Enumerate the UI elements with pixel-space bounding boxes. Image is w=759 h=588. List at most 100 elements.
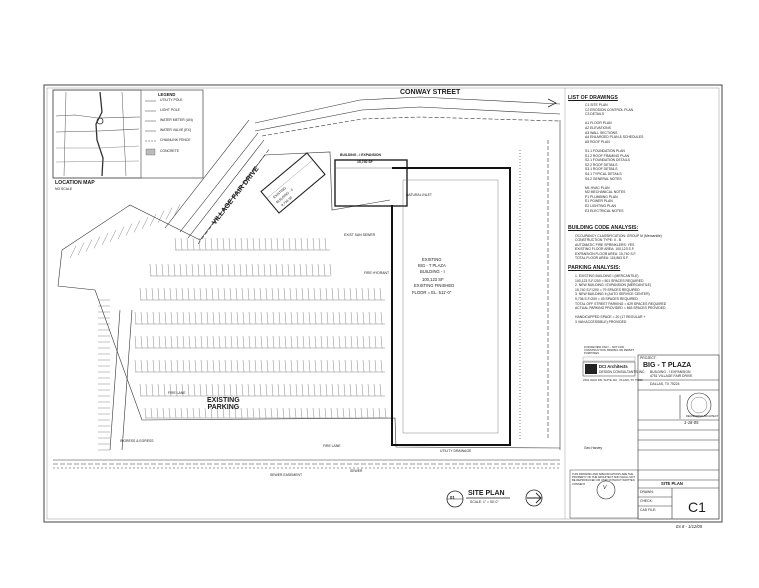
parking-stall-line <box>247 287 250 301</box>
parking-stall-line <box>186 237 189 251</box>
parking-stall-line <box>254 359 257 373</box>
building-i-line: EXISTING <box>422 257 442 262</box>
handwritten-circle <box>596 480 616 500</box>
parking-stall-line <box>260 359 263 373</box>
parking-stall-line <box>338 359 341 373</box>
parking-stall-line <box>180 237 183 251</box>
parking-stall-line <box>314 311 317 325</box>
drawing-item: A4 ENLARGED PLAN & SCHEDULES <box>585 135 644 140</box>
parking-stall-line <box>308 311 311 325</box>
parking-stall-line <box>314 335 317 349</box>
project-sub: 4751 VILLAGE FAIR DRIVE <box>650 374 693 378</box>
parking-stall-line <box>125 223 133 236</box>
parking-stall-line <box>284 359 287 373</box>
title-block <box>637 354 720 520</box>
parking-stall-line <box>336 407 339 419</box>
parking-stall-line <box>374 335 377 349</box>
parking-stall-line <box>330 407 333 419</box>
parking-stall-line <box>152 359 155 373</box>
parking-item: ACTUAL PARKING PROVIDED = 563 SPACES PRO… <box>575 306 666 311</box>
conway-street <box>254 96 561 137</box>
parking-stall-line <box>350 335 353 349</box>
building-i-line: FLOOR = EL. 511'-0" <box>412 290 452 295</box>
parking-stall-line <box>180 407 183 419</box>
location-map <box>52 89 204 179</box>
parking-item: 100,123 S.F./200 = 501 SPACES REQUIRED <box>575 278 644 283</box>
parking-stall-line <box>260 335 263 349</box>
parking-stall-line <box>302 311 305 325</box>
parking-stall-line <box>361 287 364 301</box>
parking-stall-line <box>277 383 280 397</box>
parking-stall-line <box>176 359 179 373</box>
parking-stall-line <box>251 263 254 277</box>
natural-inlet-note: NATURAL INLET <box>406 193 432 197</box>
parking-stall-line <box>248 359 251 373</box>
parking-stall-line <box>134 359 137 373</box>
parking-stall-line <box>324 407 327 419</box>
parking-stall-line <box>146 311 149 325</box>
parking-stall-line <box>320 359 323 373</box>
building-i-line: EXISTING FINISHED <box>414 283 455 288</box>
parking-stall-line <box>379 287 382 301</box>
parking-stall-line <box>373 383 376 397</box>
drawn-label: DRAWN: <box>640 490 654 494</box>
parking-stall-line <box>206 359 209 373</box>
parking-stall-line <box>272 311 275 325</box>
parking-stall-line <box>230 359 233 373</box>
parking-stall-line <box>200 311 203 325</box>
parking-stall-line <box>266 359 269 373</box>
firm-name: DCI Architects <box>599 364 628 369</box>
parking-stall-line <box>69 245 77 259</box>
parking-stall-line <box>139 287 142 301</box>
parking-stall-line <box>264 407 267 419</box>
parking-stall-line <box>301 287 304 301</box>
parking-stall-line <box>144 407 147 419</box>
parking-stall-line <box>179 263 182 277</box>
parking-stall-line <box>182 311 185 325</box>
parking-stall-line <box>155 263 158 277</box>
parking-stall-line <box>362 335 365 349</box>
drawing-item: S1.2 ROOF FRAMING PLAN <box>585 153 630 158</box>
parking-stall-line <box>281 263 284 277</box>
parking-stall-line <box>162 407 165 419</box>
parking-stall-line <box>289 287 292 301</box>
project-sub: DALLAS, TX 75224 <box>650 382 680 386</box>
parking-stall-line <box>270 237 273 251</box>
project-sub: BUILDING - I EXPANSION <box>650 370 691 374</box>
parking-stall-line <box>319 383 322 397</box>
parking-stall-line <box>193 383 196 397</box>
parking-stall-line <box>152 311 155 325</box>
parking-stall-line <box>161 263 164 277</box>
parking-stall-line <box>204 407 207 419</box>
parking-stall-line <box>233 263 236 277</box>
parking-stall-line <box>317 263 320 277</box>
parking-stall-line <box>290 359 293 373</box>
building-expansion <box>334 159 408 207</box>
parking-stall-line <box>218 311 221 325</box>
parking-item: 9,736 S.F./200 = 49 SPACES REQUIRED <box>575 296 638 301</box>
parking-stall-line <box>355 287 358 301</box>
parking-stall-line <box>301 383 304 397</box>
parking-stall-line <box>134 311 137 325</box>
parking-stall-line <box>152 335 155 349</box>
parking-stall-line <box>300 237 303 251</box>
parking-stall-line <box>192 407 195 419</box>
parking-stall-line <box>157 210 165 223</box>
parking-stall-line <box>169 287 172 301</box>
parking-stall-line <box>368 335 371 349</box>
parking-stall-line <box>240 407 243 419</box>
parking-stall-line <box>326 311 329 325</box>
parking-stall-line <box>299 263 302 277</box>
parking-stall-line <box>164 335 167 349</box>
parking-stall-line <box>338 335 341 349</box>
code-item: CONSTRUCTION TYPE: II - B <box>575 238 622 243</box>
parking-stall-line <box>284 311 287 325</box>
parking-stall-line <box>356 359 359 373</box>
parking-stall-line <box>210 407 213 419</box>
parking-stall-line <box>276 237 279 251</box>
parking-stall-line <box>242 359 245 373</box>
parking-stall-line <box>248 311 251 325</box>
parking-stall-line <box>314 359 317 373</box>
parking-stall-line <box>158 311 161 325</box>
parking-stall-line <box>372 407 375 419</box>
